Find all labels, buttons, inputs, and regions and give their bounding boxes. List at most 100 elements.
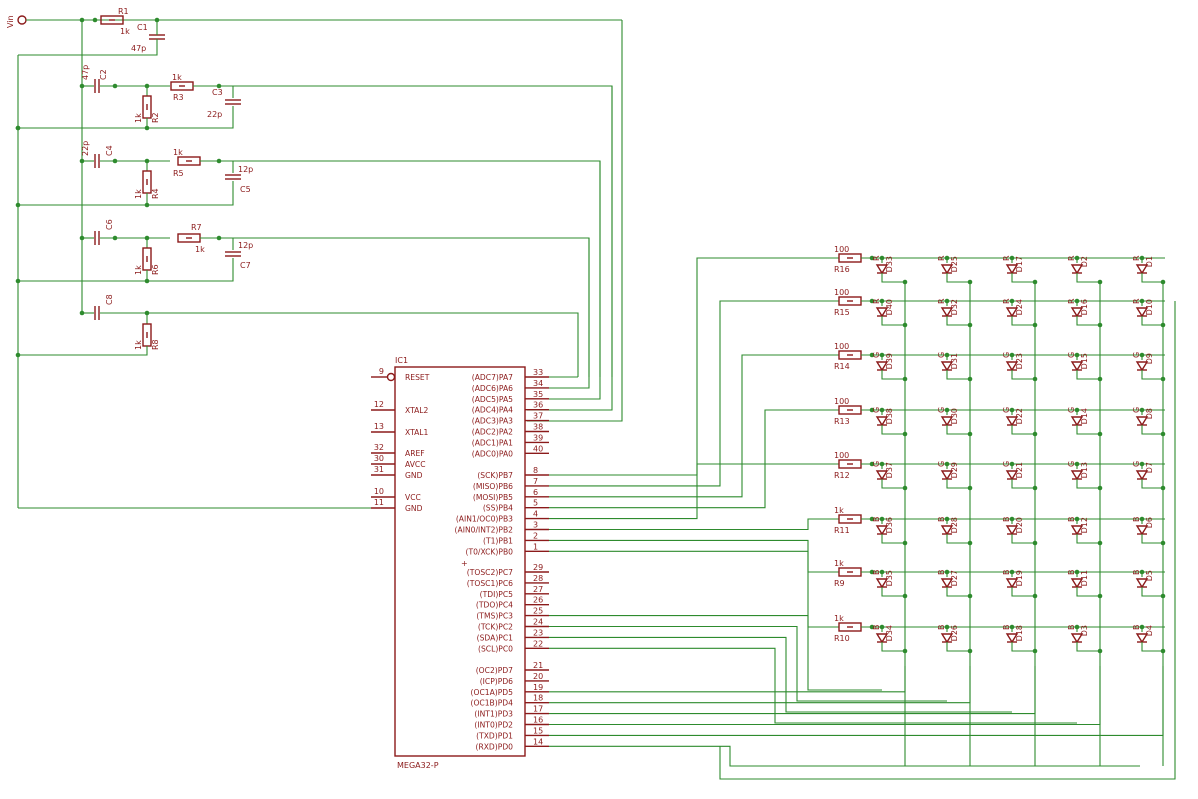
led-cathode-lead [946,316,970,326]
ic1-pin-number: 32 [374,443,384,452]
led-ref-label: D2 [1080,256,1089,267]
ic1-pin-number: 8 [533,466,538,475]
cr-bottom [18,106,234,129]
ic1-pin-name: (OC1A)PD5 [471,688,514,697]
ic1-pin-number: 2 [533,531,538,540]
junction-dot [144,202,150,208]
ic1-pin-number: 36 [533,401,543,410]
led-color-label: G [1067,407,1076,413]
ic1-pin-name: (SDA)PC1 [477,633,514,642]
led-color-label: B [1132,570,1141,576]
led-ref-label: D25 [950,256,959,272]
led-color-label: G [1067,461,1076,467]
label-c3: C3 [212,88,223,97]
ic1-pin-number: 6 [533,488,538,497]
value-c5: 12p [238,165,253,174]
led-color-label: B [872,625,881,631]
led-cathode-lead [1141,273,1163,283]
value-r5: 1k [173,148,183,157]
led-d23 [1005,361,1019,372]
label-r4: R4 [151,188,160,199]
led-d7 [1135,470,1149,481]
ic1-pin-name: (TOSC2)PC7 [467,568,513,577]
led-cathode-lead [1011,316,1035,326]
pd-route-4 [549,666,1164,736]
pc-route-1 [549,625,947,702]
led-d39 [875,361,889,372]
ic1-pin-number: 29 [533,563,543,572]
led-ref-label: D17 [1015,256,1024,272]
row-resistor-label: R10 [834,634,850,643]
ic1-pin-name: (AIN1/OC0)PB3 [456,515,513,524]
ic1-pin-name: (SCK)PB7 [477,471,513,480]
led-color-label: G [937,407,946,413]
ic1-pin-number: 37 [533,412,543,421]
row-resistor-label: R16 [834,265,850,274]
ic1-pin-number: 22 [533,639,543,648]
led-cathode-lead [1076,642,1100,652]
ic1-pin-name: (MISO)PB6 [473,482,513,491]
led-ref-label: D19 [1015,570,1024,586]
led-cathode-lead [1076,479,1100,489]
led-d26 [940,633,954,644]
led-ref-label: D8 [1145,408,1154,419]
label-r5: R5 [173,169,184,178]
led-color-label: G [872,407,881,413]
led-ref-label: D15 [1080,353,1089,369]
led-ref-label: D14 [1080,408,1089,424]
row-resistor-value: 100 [834,451,849,460]
led-cathode-lead [881,479,905,489]
ic1-pin-number: 40 [533,444,543,453]
led-cathode-lead [1011,642,1035,652]
led-ref-label: D39 [885,353,894,369]
ic1-pin-number: 14 [533,737,543,746]
led-cathode-lead [946,273,970,283]
led-cathode-lead [881,642,905,652]
led-d12 [1070,525,1084,536]
led-ref-label: D29 [950,462,959,478]
led-color-label: R [937,255,946,261]
led-ref-label: D10 [1145,299,1154,315]
led-ref-label: D22 [1015,408,1024,424]
pd-route-5 [549,745,1140,767]
led-color-label: B [1067,625,1076,631]
ic1-pin-name: (ICP)PD6 [480,677,513,686]
led-ref-label: D1 [1145,256,1154,267]
ic1-name: IC1 [395,356,408,365]
led-color-label: B [1067,570,1076,576]
led-color-label: R [872,255,881,261]
led-cathode-lead [881,425,905,435]
led-cathode-lead [1076,587,1100,597]
junction-dot [869,298,875,304]
led-d15 [1070,361,1084,372]
led-cathode-lead [1076,370,1100,380]
ic1-pin-number: 4 [533,510,538,519]
led-cathode-lead [1076,425,1100,435]
ic1-pin-name: (T0/XCK)PB0 [465,547,513,556]
ic1-pin-number: 38 [533,423,543,432]
led-color-label: R [1002,298,1011,304]
stage1-to-pa4 [527,86,613,411]
led-cathode-lead [946,534,970,544]
led-color-label: B [1002,570,1011,576]
row-resistor-label: R14 [834,362,850,371]
row-resistor-value: 100 [834,288,849,297]
stage2-to-pa5 [527,161,601,400]
led-d35 [875,578,889,589]
stage4-out [100,312,579,377]
ic1-pin-number: 12 [374,400,384,409]
pc-route-0 [549,615,882,691]
led-ref-label: D13 [1080,462,1089,478]
led-color-label: G [1132,461,1141,467]
junction-dot [869,516,875,522]
junction-dot [15,278,21,284]
row-resistor-value: 1k [834,614,844,623]
led-d38 [875,416,889,427]
row-drive-R14 [549,354,839,498]
led-cathode-lead [1141,642,1163,652]
value-c4: 22p [81,141,90,156]
led-d22 [1005,416,1019,427]
led-cathode-lead [1141,370,1163,380]
